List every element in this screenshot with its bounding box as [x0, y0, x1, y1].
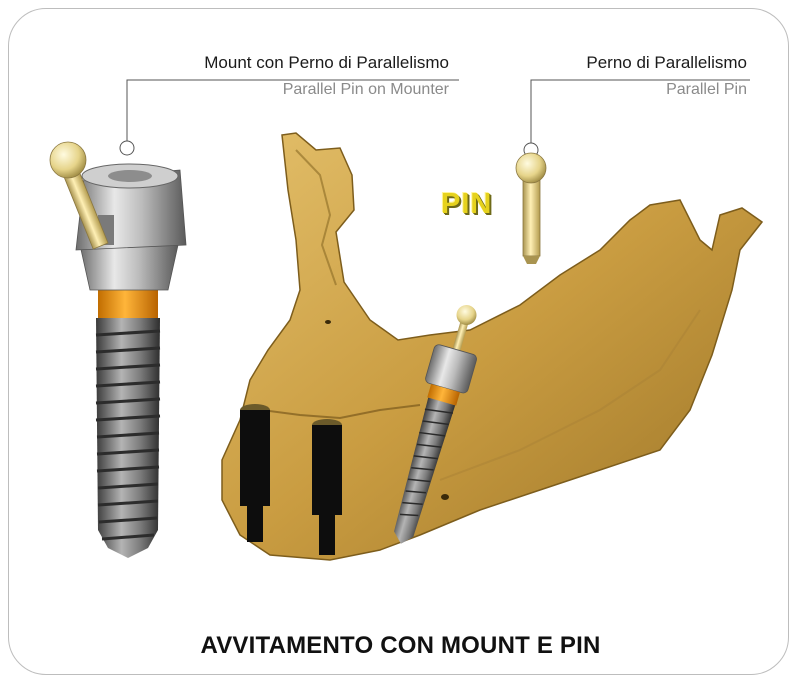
parallel-pin — [515, 152, 547, 264]
pin-label: PIN — [441, 188, 493, 220]
callout-mount-italian: Mount con Perno di Parallelismo — [204, 53, 449, 72]
mandible-bone — [221, 132, 764, 561]
callout-mount-english: Parallel Pin on Mounter — [282, 81, 449, 98]
figure-caption: AVVITAMENTO CON MOUNT E PIN — [200, 632, 601, 659]
callout-mount: Mount con Perno di Parallelismo Parallel… — [204, 53, 449, 99]
implant-in-jaw — [394, 305, 477, 544]
callout-pin-italian: Perno di Parallelismo — [586, 53, 747, 72]
callout-leader-mount — [119, 79, 459, 156]
implant-post-right — [312, 419, 342, 555]
callout-pin-english: Parallel Pin — [666, 81, 747, 98]
implant-post-left — [240, 404, 270, 542]
implant-with-mount — [49, 141, 187, 558]
callout-pin: Perno di Parallelismo Parallel Pin — [586, 53, 747, 99]
